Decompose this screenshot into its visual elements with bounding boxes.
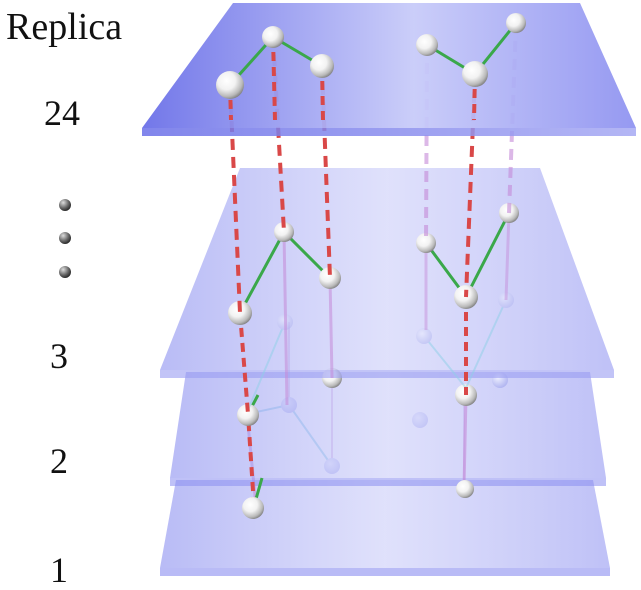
bead [310, 54, 334, 78]
bead [262, 26, 284, 48]
ellipsis-dots [59, 199, 71, 278]
replica-plane-2 [170, 372, 606, 486]
bead [274, 222, 294, 242]
replica-plane-3 [160, 168, 614, 378]
bead [416, 34, 438, 56]
bead [456, 480, 474, 498]
replica-24-molecule [216, 13, 526, 121]
replica-plane-24 [142, 3, 636, 136]
bead [242, 497, 264, 519]
replica-axis-title: Replica [6, 6, 123, 48]
ellipsis-dot [59, 199, 71, 211]
replica-label-2: 2 [50, 441, 68, 481]
replica-label-1: 1 [50, 550, 68, 590]
bead [319, 267, 341, 289]
bead [506, 13, 526, 33]
bead [462, 61, 488, 87]
bead [499, 203, 519, 223]
replica-label-3: 3 [50, 336, 68, 376]
replica-3-molecule [228, 203, 519, 415]
bead [228, 301, 252, 325]
ellipsis-dot [59, 232, 71, 244]
bead [216, 71, 244, 99]
replica-plane-1 [160, 480, 610, 576]
replica-label-24: 24 [44, 93, 80, 133]
bead [237, 404, 259, 426]
ellipsis-dot [59, 266, 71, 278]
